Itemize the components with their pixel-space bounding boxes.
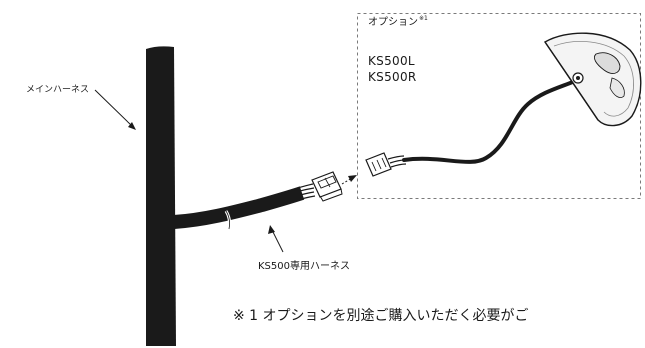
footnote-text: ※ 1 オプションを別途ご購入いただく必要がご: [233, 308, 529, 324]
cable-tie: [224, 210, 232, 230]
ks500-lens: [593, 52, 621, 74]
model-ks500l: KS500L: [368, 54, 415, 68]
option-title-text: オプション: [368, 17, 418, 28]
option-note-mark: ※1: [419, 15, 428, 22]
ks500-light-unit: [543, 32, 642, 127]
ks500-harness-pointer: [268, 225, 284, 253]
male-connector: [311, 171, 343, 202]
main-harness-pointer: [94, 89, 136, 130]
female-connector: [365, 152, 392, 177]
main-harness-label: メインハーネス: [26, 85, 90, 95]
option-title: オプション※1: [368, 13, 428, 28]
option-cable: [402, 76, 584, 164]
connect-arrow: [341, 175, 357, 185]
ks500-harness-cable: [173, 186, 305, 229]
wire-bundle-left: [295, 183, 316, 201]
ks500-harness-label: KS500専用ハーネス: [258, 261, 350, 272]
model-ks500r: KS500R: [368, 70, 417, 84]
main-harness-pole: [146, 46, 176, 346]
